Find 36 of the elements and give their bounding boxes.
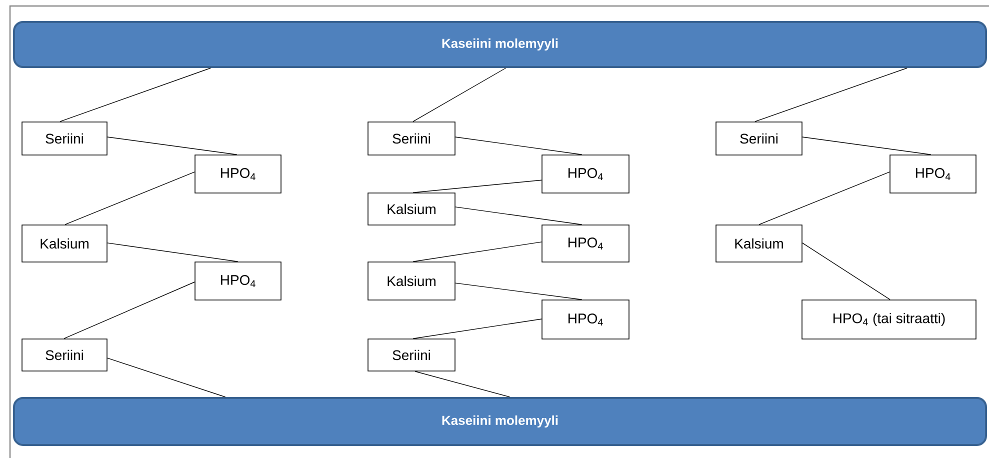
residue-box: Seriini bbox=[368, 122, 456, 156]
connector-line bbox=[455, 282, 582, 300]
residue-box: HPO$_{4}$ bbox=[194, 154, 282, 194]
residue-box: HPO$_{4}$ bbox=[542, 154, 630, 194]
residue-box: HPO$_{4}$ bbox=[542, 300, 630, 340]
connector-line bbox=[107, 242, 238, 262]
connector-line bbox=[107, 358, 226, 398]
molecule-bar: Kaseiini molemyyli bbox=[13, 397, 987, 446]
residue-box: HPO$_{4}$ bbox=[890, 154, 976, 194]
connector-line bbox=[412, 242, 542, 262]
connector-line bbox=[64, 282, 195, 339]
connector-line bbox=[412, 180, 542, 193]
connector-line bbox=[455, 206, 582, 225]
connector-line bbox=[412, 68, 506, 122]
connector-line bbox=[754, 68, 908, 122]
connector-line bbox=[414, 371, 510, 398]
molecule-bar: Kaseiini molemyyli bbox=[13, 21, 987, 68]
connector-line bbox=[60, 68, 212, 122]
residue-box: Kalsium bbox=[368, 192, 456, 226]
residue-box: Seriini bbox=[22, 122, 108, 156]
connector-line bbox=[107, 136, 238, 155]
residue-box: Seriini bbox=[716, 122, 802, 156]
residue-box: HPO$_{4}$ bbox=[542, 224, 630, 262]
residue-box: Kalsium bbox=[22, 224, 108, 262]
residue-box: Seriini bbox=[368, 338, 456, 372]
connector-line bbox=[412, 318, 542, 339]
connector-line bbox=[802, 136, 932, 155]
residue-box: HPO$_{4}$ (tai sitraatti) bbox=[802, 300, 976, 340]
connector-line bbox=[455, 136, 582, 155]
connector-line bbox=[802, 242, 890, 300]
residue-box: Kalsium bbox=[716, 224, 802, 262]
connector-line bbox=[758, 172, 890, 225]
residue-box: Kalsium bbox=[368, 262, 456, 300]
residue-box: Seriini bbox=[22, 338, 108, 372]
connector-line bbox=[64, 172, 195, 225]
residue-box: HPO$_{4}$ bbox=[194, 262, 282, 300]
